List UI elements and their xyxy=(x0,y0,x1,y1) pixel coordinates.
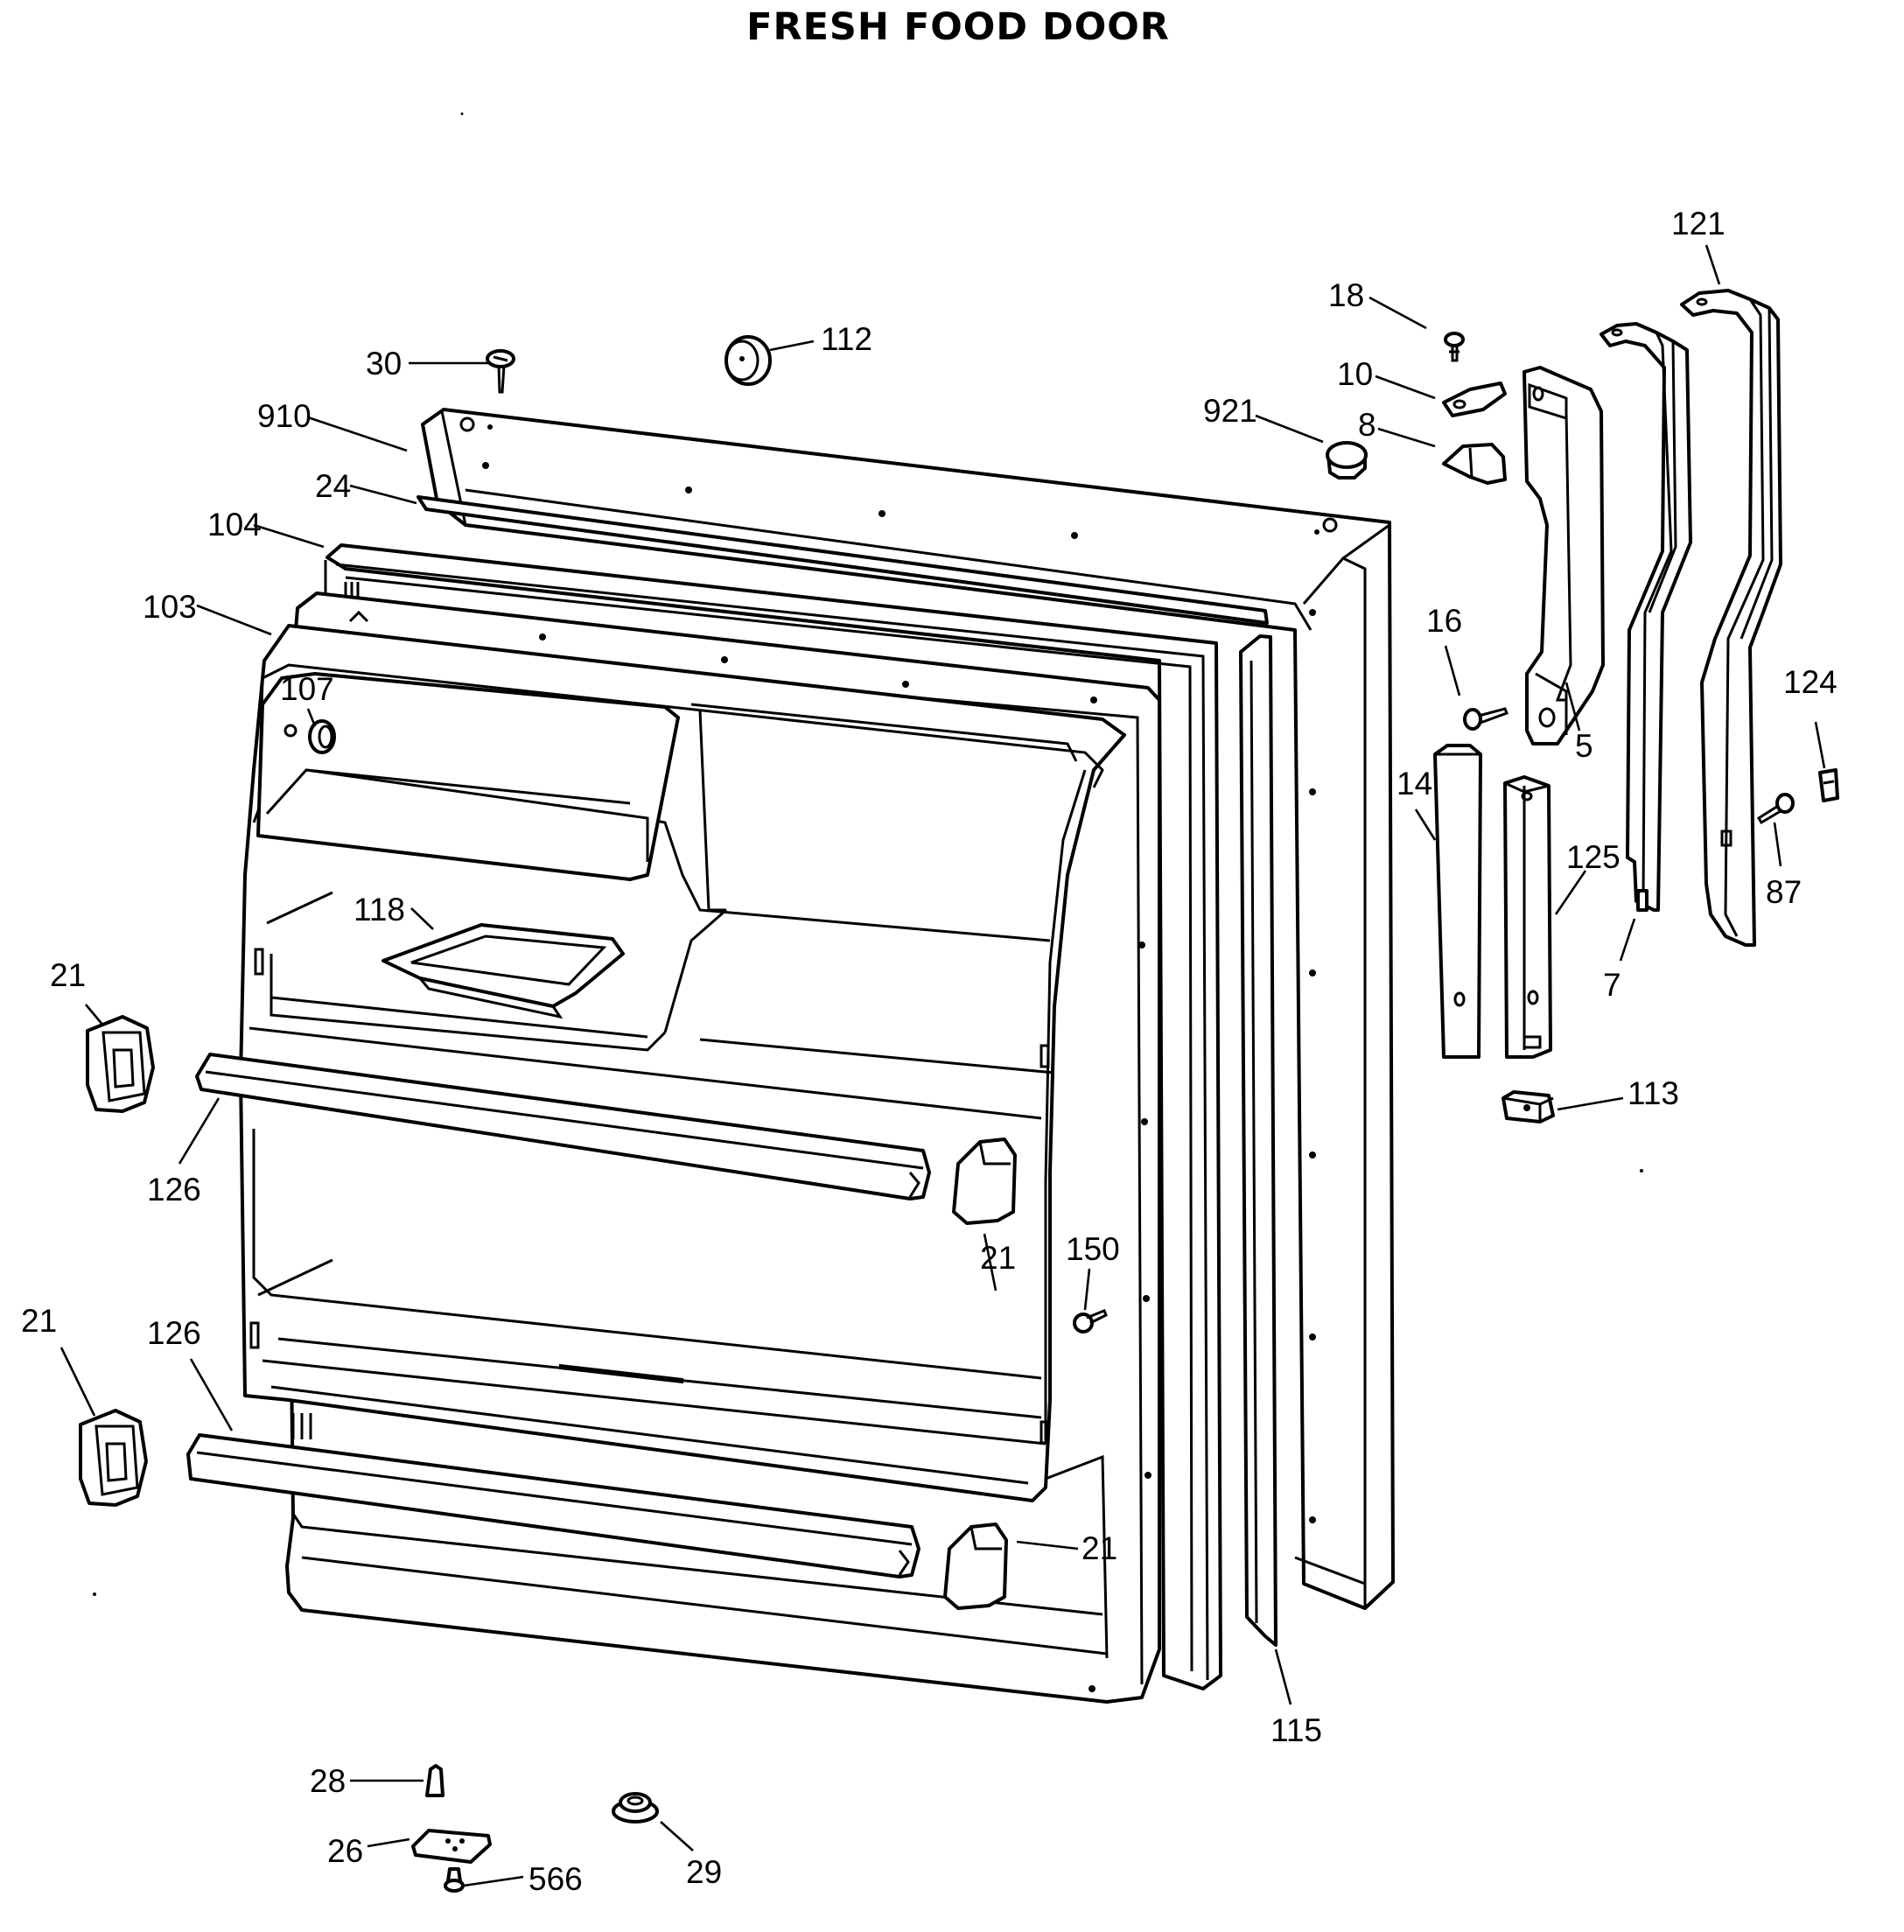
hinge-arm-121 xyxy=(1680,289,1782,947)
callout-5: 5 xyxy=(1575,728,1593,764)
shelf-end-cap-upper-left xyxy=(86,1015,155,1113)
screw-16 xyxy=(1463,707,1508,731)
callout-28: 28 xyxy=(310,1763,346,1799)
callout-566: 566 xyxy=(528,1861,583,1897)
callout-21-lower-right: 21 xyxy=(1082,1530,1117,1566)
callout-910: 910 xyxy=(257,398,312,434)
callout-21-lower-left: 21 xyxy=(21,1303,57,1339)
callout-21-upper-left: 21 xyxy=(50,957,86,993)
shelf-end-cap-lower-right xyxy=(943,1522,1008,1610)
callout-103: 103 xyxy=(143,589,197,625)
callout-87: 87 xyxy=(1766,874,1802,910)
callout-150: 150 xyxy=(1066,1231,1120,1267)
callout-121: 121 xyxy=(1671,206,1726,242)
callout-7: 7 xyxy=(1603,967,1621,1003)
callout-118: 118 xyxy=(354,892,405,928)
pin-28 xyxy=(425,1764,444,1797)
callout-26: 26 xyxy=(327,1833,363,1869)
hinge-plate-10 xyxy=(1442,382,1507,417)
hinge-seal-strip xyxy=(1239,634,1278,1647)
clip-124 xyxy=(1818,768,1839,802)
screw-30 xyxy=(486,349,515,394)
bottom-hinge-plate-26 xyxy=(411,1829,492,1864)
callout-112: 112 xyxy=(821,321,872,357)
door-shelf-bar-lower xyxy=(186,1433,920,1578)
block-113 xyxy=(1502,1090,1555,1124)
filler-strip-14 xyxy=(1433,744,1482,1059)
grommet-29 xyxy=(612,1792,659,1824)
screw-150 xyxy=(1073,1309,1108,1334)
tray-118 xyxy=(382,923,625,1019)
callout-10: 10 xyxy=(1337,356,1373,392)
callout-labels: 30 112 910 24 104 103 107 118 21 126 21 … xyxy=(21,206,1838,1897)
door-gasket xyxy=(324,543,1222,1690)
inner-liner-tray xyxy=(239,624,1126,1659)
callout-29: 29 xyxy=(686,1854,722,1890)
callout-24: 24 xyxy=(315,468,351,504)
channel-125 xyxy=(1503,775,1552,1059)
callout-14: 14 xyxy=(1396,766,1432,802)
shelf-end-cap-lower-left xyxy=(79,1409,148,1507)
callout-8: 8 xyxy=(1358,407,1376,443)
callout-126-lower: 126 xyxy=(147,1315,201,1351)
plug-107 xyxy=(308,719,336,754)
callout-107: 107 xyxy=(280,671,334,707)
callout-18: 18 xyxy=(1328,277,1364,313)
door-shelf-bar-upper xyxy=(195,1053,931,1200)
cap-112 xyxy=(724,335,772,386)
hinge-cover-8 xyxy=(1442,443,1507,485)
hinge-bracket-5 xyxy=(1522,366,1605,746)
leader-lines xyxy=(60,244,1826,1887)
shelf-end-cap-upper-right xyxy=(952,1138,1017,1225)
plug-921 xyxy=(1326,441,1368,480)
callout-125: 125 xyxy=(1566,839,1620,875)
callout-124: 124 xyxy=(1783,664,1838,700)
callout-16: 16 xyxy=(1426,603,1462,639)
diagram-title: FRESH FOOD DOOR xyxy=(746,5,1170,49)
callout-104: 104 xyxy=(207,507,262,542)
bolt-566 xyxy=(444,1867,465,1893)
callout-21-upper-right: 21 xyxy=(980,1240,1016,1276)
top-trim-strip xyxy=(416,495,1269,625)
hinge-arm-7 xyxy=(1600,322,1692,912)
screw-87 xyxy=(1756,793,1795,825)
callout-113: 113 xyxy=(1628,1075,1679,1111)
callout-115: 115 xyxy=(1270,1712,1322,1748)
callout-30: 30 xyxy=(366,346,402,382)
screw-18 xyxy=(1444,332,1465,362)
callout-921: 921 xyxy=(1203,393,1257,429)
callout-126-upper: 126 xyxy=(147,1172,201,1208)
